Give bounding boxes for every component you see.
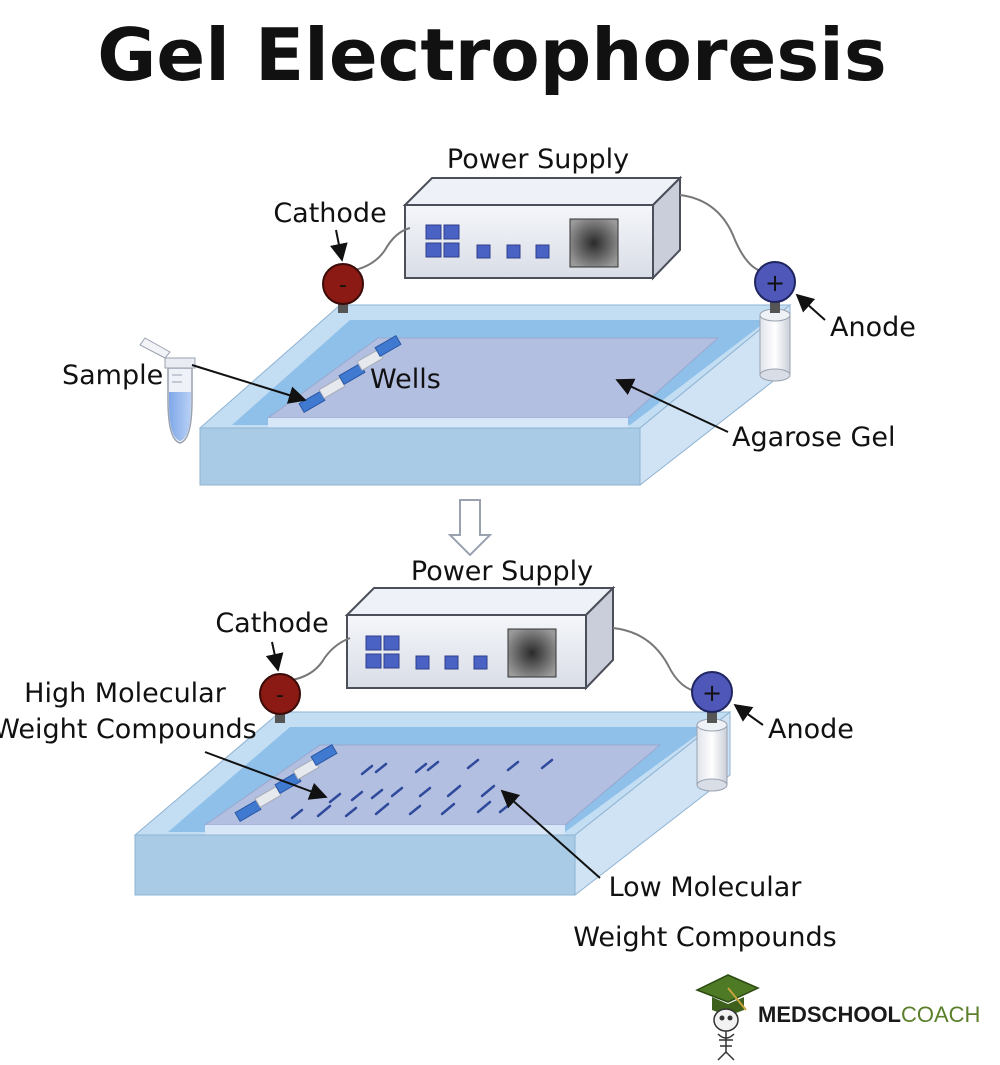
top-anode-arrow [795, 293, 826, 321]
band [408, 804, 422, 816]
band [414, 762, 428, 774]
top-cathode-arrow [329, 229, 348, 262]
wells-label: Wells [370, 364, 441, 395]
bottom-anode-arrow [733, 703, 764, 726]
high-mw-label-line1: High Molecular [24, 678, 227, 709]
low-mw-label-line2: Weight Compounds [573, 922, 836, 953]
band [390, 786, 404, 798]
band [466, 758, 480, 770]
band [360, 764, 374, 776]
top-cathode-wire [354, 227, 411, 271]
skeleton-mascot-icon [695, 974, 760, 1061]
logo-part1: MEDSCHOOL [758, 1002, 901, 1027]
top-anode-label: Anode [830, 312, 916, 343]
bottom-cathode-label: Cathode [215, 608, 328, 639]
band [506, 760, 520, 772]
band [418, 786, 432, 798]
bottom-power-supply [344, 585, 616, 691]
top-cathode-label: Cathode [273, 198, 386, 229]
sample-label: Sample [62, 360, 163, 391]
top-gel-tray [198, 303, 792, 487]
band [374, 762, 388, 774]
band [374, 802, 390, 816]
down-transition-arrow [447, 499, 493, 557]
band [426, 760, 440, 772]
medschoolcoach-logo: MEDSCHOOLCOACH [695, 974, 980, 1061]
bottom-power-supply-label: Power Supply [411, 556, 593, 587]
bottom-anode-symbol: + [702, 679, 722, 707]
bottom-anode: + [691, 671, 733, 723]
diagram-title: Gel Electrophoresis [97, 13, 886, 97]
band [344, 806, 358, 818]
band [540, 758, 554, 770]
sample-arrow [191, 364, 307, 404]
top-power-supply-label: Power Supply [447, 144, 629, 175]
bottom-panel: - + Power Supply Cathode Anode High Mole… [0, 556, 854, 953]
dna-bands [290, 758, 554, 820]
band [370, 788, 384, 800]
band [440, 802, 456, 816]
band [446, 784, 462, 798]
sample-tube-icon [139, 337, 196, 444]
low-mw-label-line1: Low Molecular [609, 872, 803, 903]
top-wells [298, 334, 402, 414]
band [350, 790, 364, 802]
bottom-cathode: - [259, 673, 301, 723]
band [290, 808, 304, 820]
bottom-anode-post [696, 718, 728, 792]
band [476, 800, 492, 814]
logo-part2: COACH [901, 1002, 980, 1027]
agarose-gel-label: Agarose Gel [732, 422, 895, 453]
top-anode: + [754, 261, 796, 313]
bottom-well-5 [310, 743, 338, 767]
well-5 [374, 334, 402, 358]
band [480, 784, 496, 798]
top-cathode-symbol: - [339, 273, 347, 298]
bottom-cathode-wire [291, 637, 351, 681]
low-mw-arrow [500, 789, 601, 879]
top-anode-wire [679, 194, 766, 273]
agarose-gel-arrow [615, 378, 729, 433]
bottom-gel-tray [133, 710, 732, 897]
bottom-cathode-arrow [265, 641, 284, 672]
bottom-anode-label: Anode [768, 714, 854, 745]
top-power-supply [402, 175, 683, 281]
top-panel: - + Power Supply Cathode Anode Sample We… [62, 144, 916, 487]
top-cathode: - [322, 263, 364, 313]
high-mw-arrow [204, 751, 328, 800]
band [328, 792, 342, 804]
high-mw-label-line2: Weight Compounds [0, 714, 257, 745]
logo-wordmark: MEDSCHOOLCOACH [758, 1002, 980, 1027]
top-anode-post [759, 308, 791, 382]
bottom-cathode-symbol: - [276, 683, 284, 708]
bottom-anode-wire [612, 627, 701, 693]
top-anode-symbol: + [765, 269, 785, 297]
band [316, 804, 332, 818]
